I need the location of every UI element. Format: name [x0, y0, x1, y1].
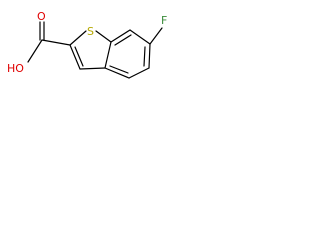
bond-c4-c3a-inner: [109, 65, 129, 74]
bond-c6-f: [149, 27, 163, 45]
bond-c6-c5-inner: [143, 46, 146, 67]
bond-c2-s: [69, 30, 87, 46]
carbonyl-oxygen-label: O: [37, 10, 46, 23]
bond-c7-c6: [129, 29, 151, 45]
bond-c3-c3a: [79, 67, 106, 70]
bonds: [27, 21, 163, 79]
bond-c6-c5: [148, 43, 151, 69]
bond-c4-c3a: [104, 67, 130, 79]
bond-s-c7a: [95, 30, 112, 43]
bond-c7a-c7: [110, 29, 131, 43]
bond-carboxyl-c-oh: [27, 39, 43, 63]
atom-labels: F S HO O: [7, 10, 167, 75]
bond-carboxyl-c-c2: [41, 39, 71, 46]
fluorine-label: F: [161, 14, 167, 27]
bond-c7a-c7-inner: [114, 34, 132, 46]
molecule-structure: F S HO O: [7, 10, 167, 79]
bond-c2-c3: [69, 44, 81, 70]
bond-c5-c4: [128, 67, 150, 79]
sulfur-label: S: [87, 25, 94, 38]
hydroxyl-label: HO: [7, 62, 24, 75]
bond-c2-c3-inner: [74, 46, 84, 67]
bond-c3a-c7a: [104, 41, 112, 69]
